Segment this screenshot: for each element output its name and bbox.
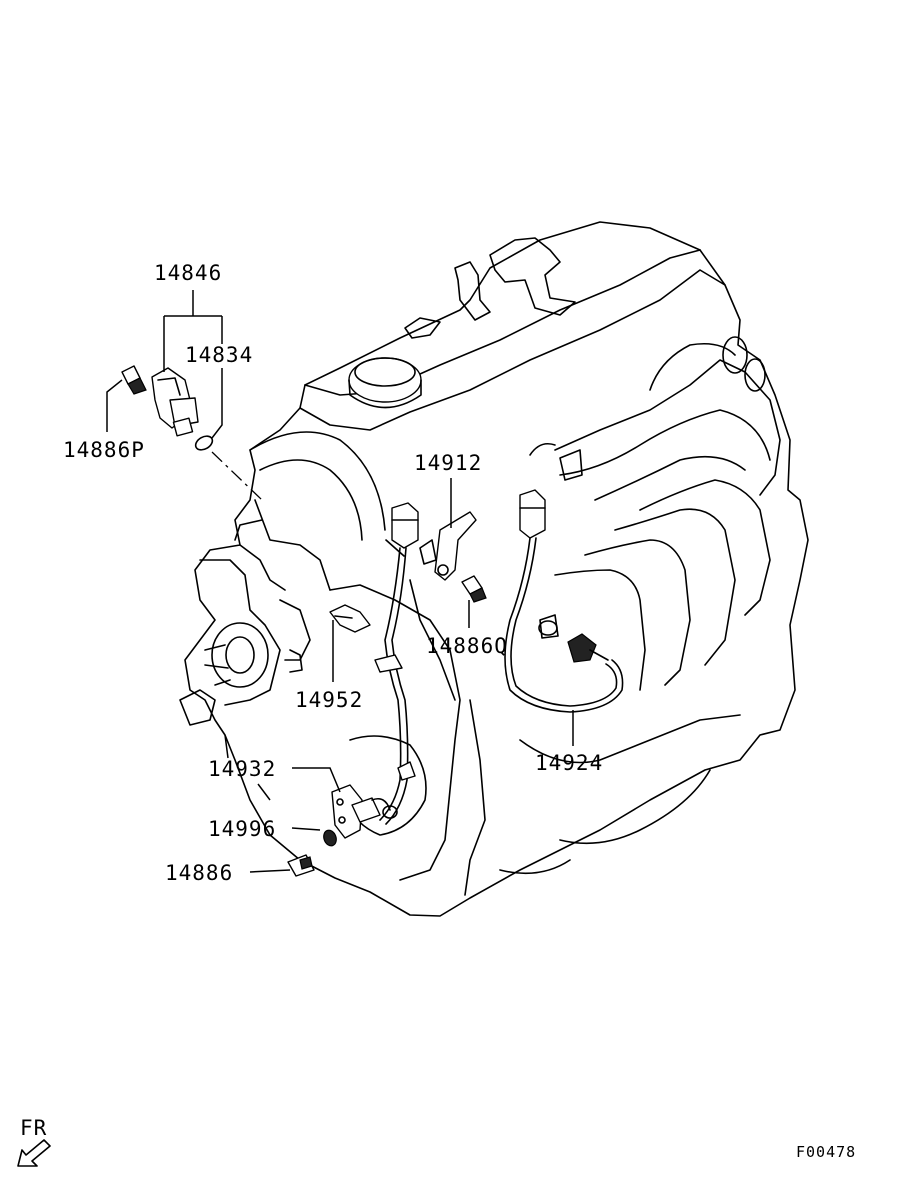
front-direction-arrow-icon bbox=[17, 1139, 51, 1167]
knock-sensor bbox=[567, 633, 609, 663]
engine-outline bbox=[184, 221, 809, 917]
bolt-14886P bbox=[121, 365, 147, 395]
oil-pan bbox=[464, 699, 486, 896]
label-14886P: 14886P bbox=[63, 438, 145, 462]
intake-manifold bbox=[554, 336, 781, 691]
orientation-indicator: FR bbox=[17, 1116, 51, 1167]
label-14932: 14932 bbox=[208, 757, 276, 781]
label-14996: 14996 bbox=[208, 817, 276, 841]
label-14952: 14952 bbox=[295, 688, 363, 712]
bolt-14886 bbox=[287, 854, 315, 877]
label-14846: 14846 bbox=[154, 261, 222, 285]
washer-14996 bbox=[323, 829, 337, 847]
oil-filler-cap bbox=[348, 357, 422, 409]
label-14834: 14834 bbox=[185, 343, 253, 367]
top-bracket-right bbox=[489, 237, 576, 316]
orientation-text: FR bbox=[20, 1116, 47, 1140]
label-14912: 14912 bbox=[414, 451, 482, 475]
label-14924: 14924 bbox=[535, 751, 603, 775]
cam-position-sensor bbox=[151, 367, 199, 437]
install-centerline bbox=[211, 451, 263, 501]
o-ring bbox=[194, 435, 214, 451]
water-pump-housing bbox=[179, 559, 311, 726]
top-bracket-left bbox=[454, 261, 491, 321]
label-14886Q: 14886Q bbox=[426, 634, 508, 658]
timing-cover bbox=[329, 584, 461, 881]
sensor-harness bbox=[287, 489, 624, 877]
figure-code: F00478 bbox=[796, 1143, 856, 1161]
engine-assembly bbox=[179, 221, 809, 917]
part-labels: 14846 14834 14886P 14912 14886Q 14952 14… bbox=[63, 261, 603, 885]
label-14886: 14886 bbox=[165, 861, 233, 885]
valve-cover bbox=[299, 269, 726, 431]
leader-lines bbox=[106, 290, 574, 873]
